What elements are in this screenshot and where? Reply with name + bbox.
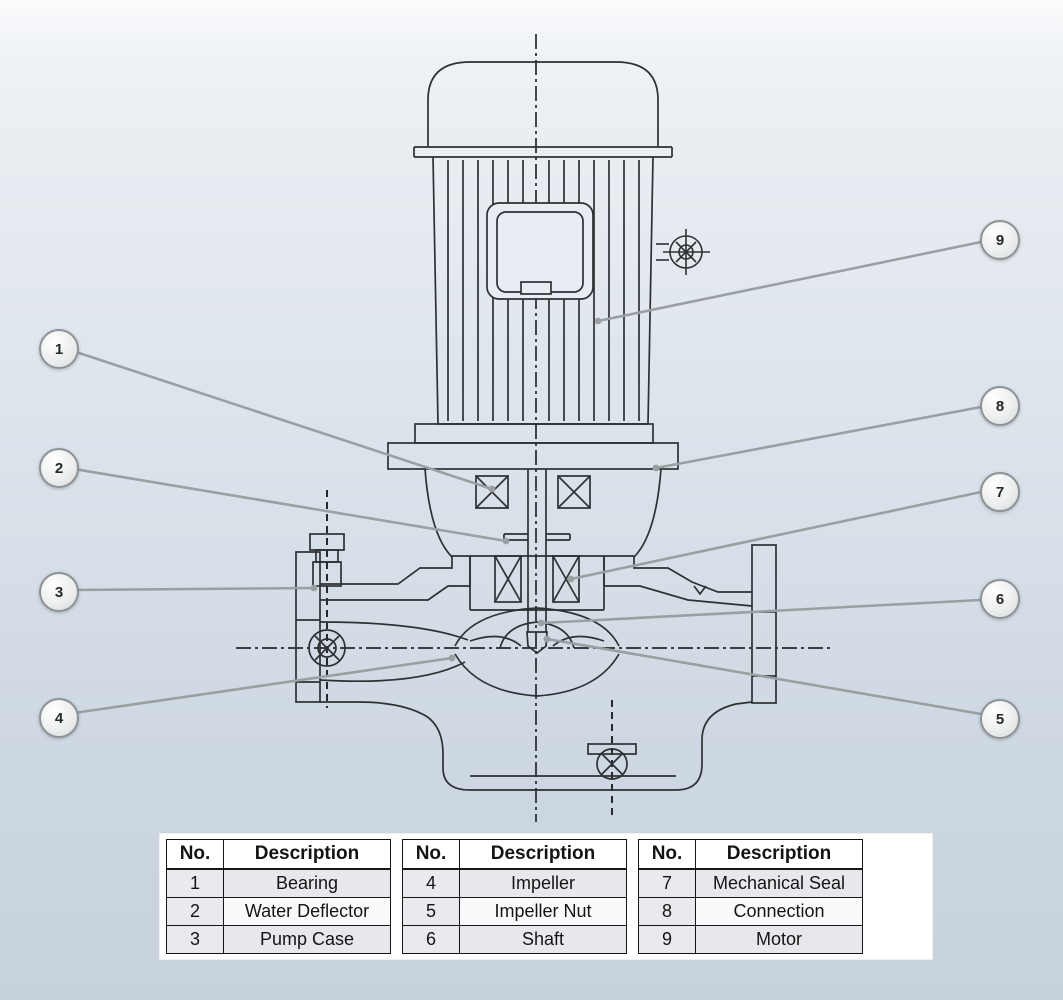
leader-line-6 [539,598,983,625]
callout-6: 6 [980,579,1020,619]
parts-table-3: No. Description 7 Mechanical Seal 8 Conn… [638,839,863,954]
parts-table-2: No. Description 4 Impeller 5 Impeller Nu… [402,839,627,954]
leader-line-4 [72,656,454,715]
part-desc: Bearing [223,868,391,898]
callout-number: 5 [995,710,1005,728]
col-header-no: No. [402,839,460,870]
leader-line-9 [596,240,983,323]
callout-3: 3 [39,572,79,612]
part-no: 5 [402,897,460,926]
part-desc: Impeller Nut [459,897,627,926]
part-no: 4 [402,868,460,898]
callout-number: 3 [54,583,64,601]
leader-lines [71,240,983,716]
callout-8: 8 [980,386,1020,426]
part-desc: Shaft [459,925,627,954]
table-header-row: No. Description [402,839,627,870]
leader-line-3 [73,586,316,592]
callout-7: 7 [980,472,1020,512]
callout-number: 6 [995,590,1005,608]
part-desc: Connection [695,897,863,926]
table-header-row: No. Description [638,839,863,870]
leader-line-8 [654,405,983,470]
col-header-desc: Description [695,839,863,870]
leader-line-1 [71,349,494,491]
callout-number: 7 [995,483,1005,501]
table-row: 4 Impeller [402,868,627,898]
part-no: 7 [638,868,696,898]
parts-tables-panel: No. Description 1 Bearing 2 Water Deflec… [160,834,932,959]
table-row: 8 Connection [638,897,863,926]
part-desc: Impeller [459,868,627,898]
pump-casing-drawing [295,533,777,791]
part-desc: Mechanical Seal [695,868,863,898]
col-header-desc: Description [223,839,391,870]
callout-1: 1 [39,329,79,369]
callout-9: 9 [980,220,1020,260]
motor-drawing [413,61,673,425]
callout-4: 4 [39,698,79,738]
callout-number: 8 [995,397,1005,415]
part-no: 1 [166,868,224,898]
table-row: 1 Bearing [166,868,391,898]
callout-5: 5 [980,699,1020,739]
callout-number: 2 [54,459,64,477]
col-header-no: No. [638,839,696,870]
table-row: 7 Mechanical Seal [638,868,863,898]
table-row: 6 Shaft [402,925,627,954]
part-no: 9 [638,925,696,954]
col-header-desc: Description [459,839,627,870]
part-desc: Water Deflector [223,897,391,926]
callout-number: 1 [54,340,64,358]
part-desc: Pump Case [223,925,391,954]
part-no: 6 [402,925,460,954]
leader-line-5 [545,637,983,716]
motor-fitting-drawing [656,229,710,275]
callout-2: 2 [39,448,79,488]
table-row: 9 Motor [638,925,863,954]
table-row: 5 Impeller Nut [402,897,627,926]
leader-line-2 [72,467,508,543]
part-no: 8 [638,897,696,926]
table-row: 3 Pump Case [166,925,391,954]
part-no: 2 [166,897,224,926]
part-no: 3 [166,925,224,954]
parts-table-1: No. Description 1 Bearing 2 Water Deflec… [166,839,391,954]
part-desc: Motor [695,925,863,954]
callout-number: 9 [995,231,1005,249]
callout-number: 4 [54,709,64,727]
leader-line-7 [569,490,983,581]
col-header-no: No. [166,839,224,870]
table-row: 2 Water Deflector [166,897,391,926]
table-header-row: No. Description [166,839,391,870]
